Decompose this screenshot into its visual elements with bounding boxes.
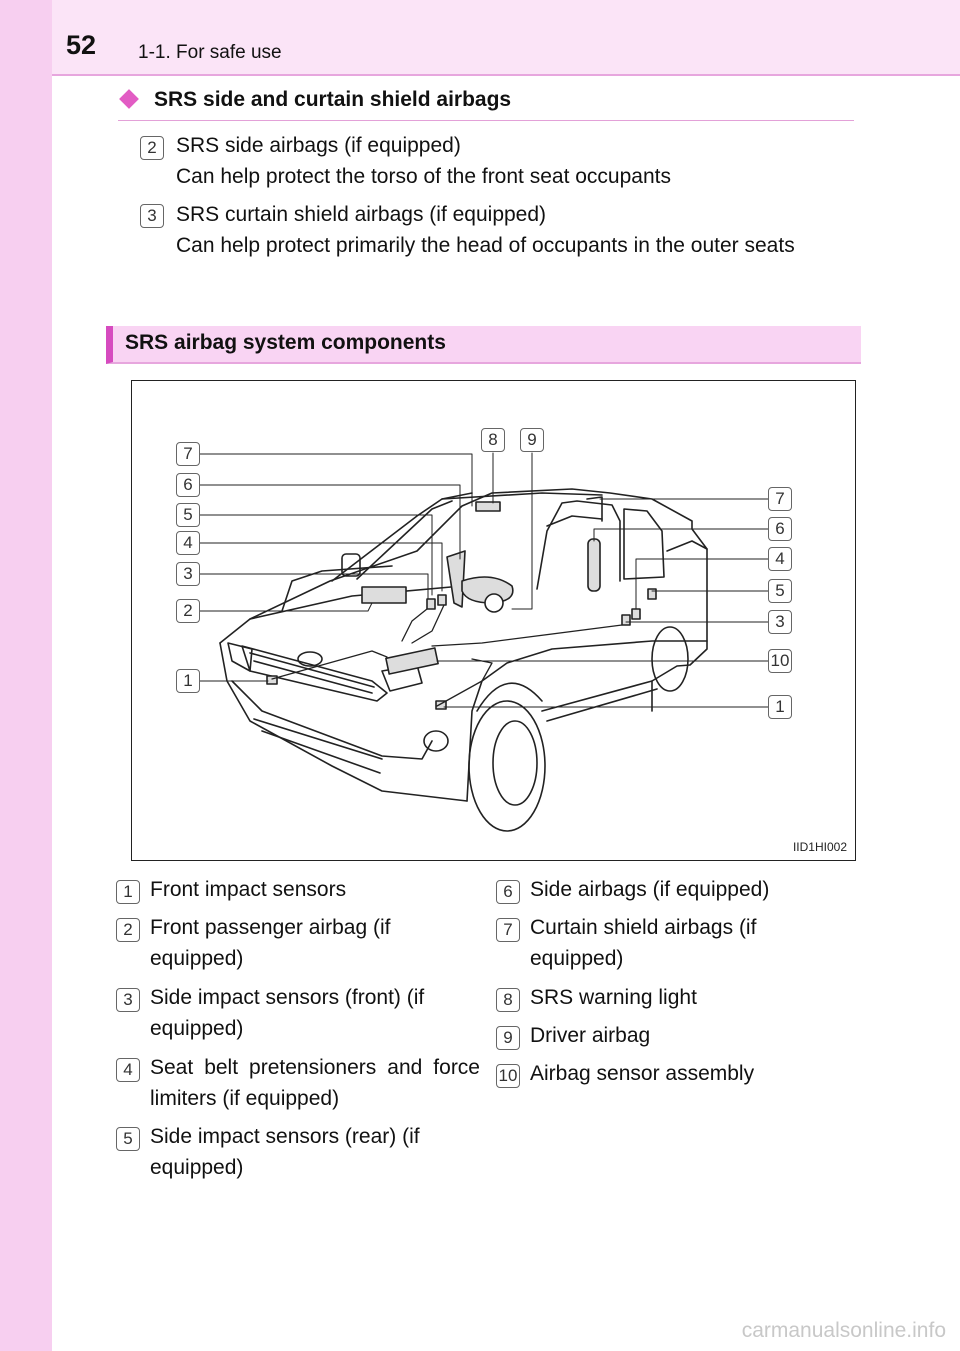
components-heading-bar: SRS airbag system components — [106, 326, 861, 364]
grille — [242, 646, 387, 701]
window-trim — [547, 516, 602, 526]
legend-badge: 6 — [496, 880, 520, 904]
figure-code: IID1HI002 — [793, 840, 847, 854]
watermark: carmanualsonline.info — [742, 1319, 946, 1343]
section-heading: SRS side and curtain shield airbags — [118, 86, 854, 121]
legend-item: Side impact sensors (rear) (if equipped) — [150, 1121, 440, 1183]
side-sensor-front-left — [427, 599, 435, 609]
leader-line-4-right — [636, 559, 768, 609]
callout-badge: 9 — [520, 428, 544, 452]
callout-badge: 10 — [768, 649, 792, 673]
callout-badge: 1 — [768, 695, 792, 719]
side-sensor-rear-left — [438, 595, 446, 605]
curtain-airbag-left — [447, 551, 465, 607]
breadcrumb: 1-1. For safe use — [138, 42, 282, 64]
passenger-airbag — [362, 587, 406, 603]
item-title: SRS side airbags (if equipped) — [176, 130, 848, 161]
truck-body-outline — [220, 489, 707, 711]
grille-bars — [250, 653, 374, 693]
callout-badge: 5 — [768, 579, 792, 603]
bumper-slats — [254, 719, 382, 773]
legend-item: Curtain shield airbags (if equipped) — [530, 912, 780, 974]
legend-item: Seat belt pretensioners and force limite… — [150, 1052, 480, 1114]
rear-wheel — [652, 627, 688, 691]
front-impact-sensor-left — [267, 676, 277, 684]
callout-badge: 7 — [768, 487, 792, 511]
section-title: SRS side and curtain shield airbags — [154, 88, 511, 112]
legend-item: Front impact sensors — [150, 874, 480, 905]
item-number-badge: 2 — [140, 136, 164, 160]
item-description: Can help protect primarily the head of o… — [176, 230, 848, 261]
wiring-harness — [272, 605, 622, 706]
callout-badge: 5 — [176, 503, 200, 527]
item-description: Can help protect the torso of the front … — [176, 161, 848, 192]
legend-item: Front passenger airbag (if equipped) — [150, 912, 430, 974]
side-mirror — [342, 554, 360, 576]
legend-item: Side airbags (if equipped) — [530, 874, 860, 905]
legend-badge: 8 — [496, 988, 520, 1012]
legend-item: Driver airbag — [530, 1020, 860, 1051]
callout-badge: 3 — [176, 562, 200, 586]
legend-item: Side impact sensors (front) (if equipped… — [150, 982, 450, 1044]
leader-line-4-left — [200, 543, 442, 591]
item-number-badge: 3 — [140, 204, 164, 228]
diamond-bullet-icon — [119, 89, 139, 109]
leader-line-7-left — [200, 454, 472, 506]
legend-badge: 10 — [496, 1064, 520, 1088]
legend-badge: 1 — [116, 880, 140, 904]
side-sensor-front-right — [622, 615, 630, 625]
legend-badge: 3 — [116, 988, 140, 1012]
legend-badge: 9 — [496, 1026, 520, 1050]
truck-front-outline — [220, 643, 467, 801]
header-divider — [52, 74, 960, 76]
airbag-components-figure: 7 6 5 4 3 2 1 8 9 7 6 4 5 3 10 1 IID1HI0… — [131, 380, 856, 861]
bed-rail — [667, 541, 707, 551]
leader-line-2-left — [200, 603, 372, 611]
page-number: 52 — [66, 30, 96, 61]
callout-badge: 8 — [481, 428, 505, 452]
pretensioner-right — [632, 609, 640, 619]
callout-badge: 6 — [768, 517, 792, 541]
callout-badge: 7 — [176, 442, 200, 466]
legend-badge: 5 — [116, 1127, 140, 1151]
side-airbag-right — [588, 539, 600, 591]
callout-badge: 2 — [176, 599, 200, 623]
front-wheel — [469, 701, 545, 831]
rear-door-window — [624, 509, 664, 579]
running-board — [542, 681, 657, 721]
components-title: SRS airbag system components — [125, 331, 446, 355]
callout-badge: 4 — [176, 531, 200, 555]
callout-badge: 6 — [176, 473, 200, 497]
leader-line-5-left — [200, 515, 432, 595]
srs-warning-light — [476, 502, 500, 511]
legend-badge: 2 — [116, 918, 140, 942]
legend-item: Airbag sensor assembly — [530, 1058, 860, 1089]
callout-badge: 3 — [768, 610, 792, 634]
leader-line-9 — [512, 453, 532, 609]
front-door-window — [537, 501, 620, 589]
truck-illustration — [132, 381, 855, 860]
truck-side-line — [467, 641, 707, 801]
fog-lamp — [424, 731, 448, 751]
legend-badge: 4 — [116, 1058, 140, 1082]
callout-badge: 4 — [768, 547, 792, 571]
legend-item: SRS warning light — [530, 982, 860, 1013]
item-title: SRS curtain shield airbags (if equipped) — [176, 199, 848, 230]
airbag-sensor-assembly — [386, 648, 438, 674]
callout-badge: 1 — [176, 669, 200, 693]
front-rim — [493, 721, 537, 805]
legend-badge: 7 — [496, 918, 520, 942]
page-sidebar — [0, 0, 52, 1351]
steering-hub — [485, 594, 503, 612]
bumper — [232, 681, 432, 759]
